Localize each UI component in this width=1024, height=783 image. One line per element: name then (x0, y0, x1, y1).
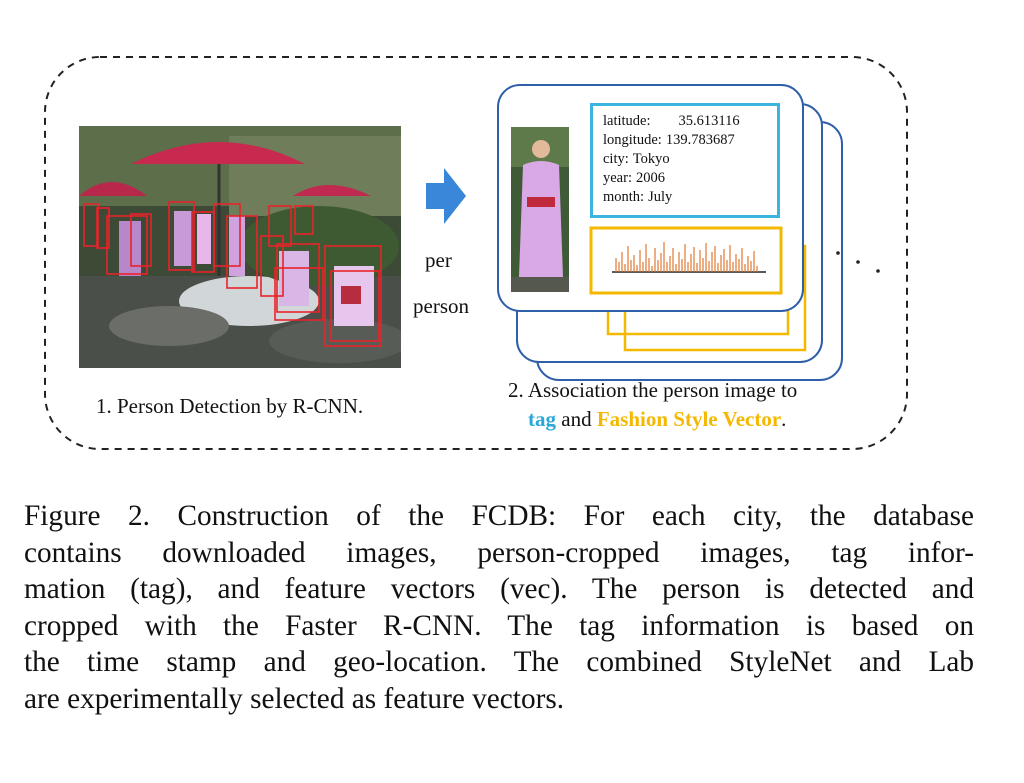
fashion-style-vector-word: Fashion Style Vector (596, 407, 782, 431)
step2-caption-line1: 2. Association the person image to (508, 378, 798, 402)
figure-caption: Figure 2. Construction of the FCDB: For … (24, 498, 974, 717)
caption-line: contains downloaded images, person-cropp… (24, 536, 974, 569)
ellipsis-dot (836, 251, 840, 255)
latitude-value: 35.613116 (678, 113, 740, 129)
year-value: 2006 (635, 170, 665, 186)
caption-line: the time stamp and geo-location. The com… (24, 646, 974, 678)
tag-info-box: latitude:35.613116 longitude:139.783687 … (590, 103, 780, 218)
ellipsis-dot (856, 260, 860, 264)
arrow-label-per: per (425, 248, 452, 272)
city-label: city: (603, 151, 629, 167)
month-label: month: (603, 189, 645, 205)
longitude-row: longitude:139.783687 (603, 131, 767, 150)
month-row: month:July (603, 188, 767, 207)
year-label: year: (603, 170, 632, 186)
cropped-person-image (511, 127, 569, 292)
city-value: Tokyo (632, 151, 670, 167)
vector-spikes (615, 242, 758, 272)
fashion-vector-box (589, 226, 783, 295)
scene-illustration (79, 126, 401, 368)
year-row: year:2006 (603, 169, 767, 188)
city-row: city:Tokyo (603, 150, 767, 169)
caption-line: are experimentally selected as feature v… (24, 682, 565, 715)
tag-word: tag (528, 407, 556, 431)
caption-line: Figure 2. Construction of the FCDB: For … (24, 500, 974, 532)
dashed-outline (44, 56, 908, 450)
detection-boxes (83, 201, 382, 347)
arrow-icon (426, 168, 466, 224)
ellipsis-dot (876, 269, 880, 273)
arrow-label-person: person (413, 294, 469, 318)
step2-caption: 2. Association the person image to tag a… (508, 376, 797, 434)
latitude-label: latitude: (603, 113, 651, 129)
month-value: July (648, 189, 673, 205)
step2-period: . (781, 407, 787, 431)
fcdb-construction-diagram: 1. Person Detection by R-CNN. per person… (44, 56, 908, 450)
caption-line: mation (tag), and feature vectors (vec).… (24, 573, 974, 605)
longitude-value: 139.783687 (665, 132, 735, 148)
and-word: and (556, 407, 597, 431)
caption-line: cropped with the Faster R-CNN. The tag i… (24, 609, 974, 642)
step2-caption-line2: tag and Fashion Style Vector. (508, 405, 797, 434)
step1-caption: 1. Person Detection by R-CNN. (96, 394, 364, 418)
longitude-label: longitude: (603, 132, 662, 148)
latitude-row: latitude: 35.613116 (603, 112, 767, 131)
detection-scene-image (79, 126, 401, 368)
cropped-person-illustration (511, 127, 569, 292)
